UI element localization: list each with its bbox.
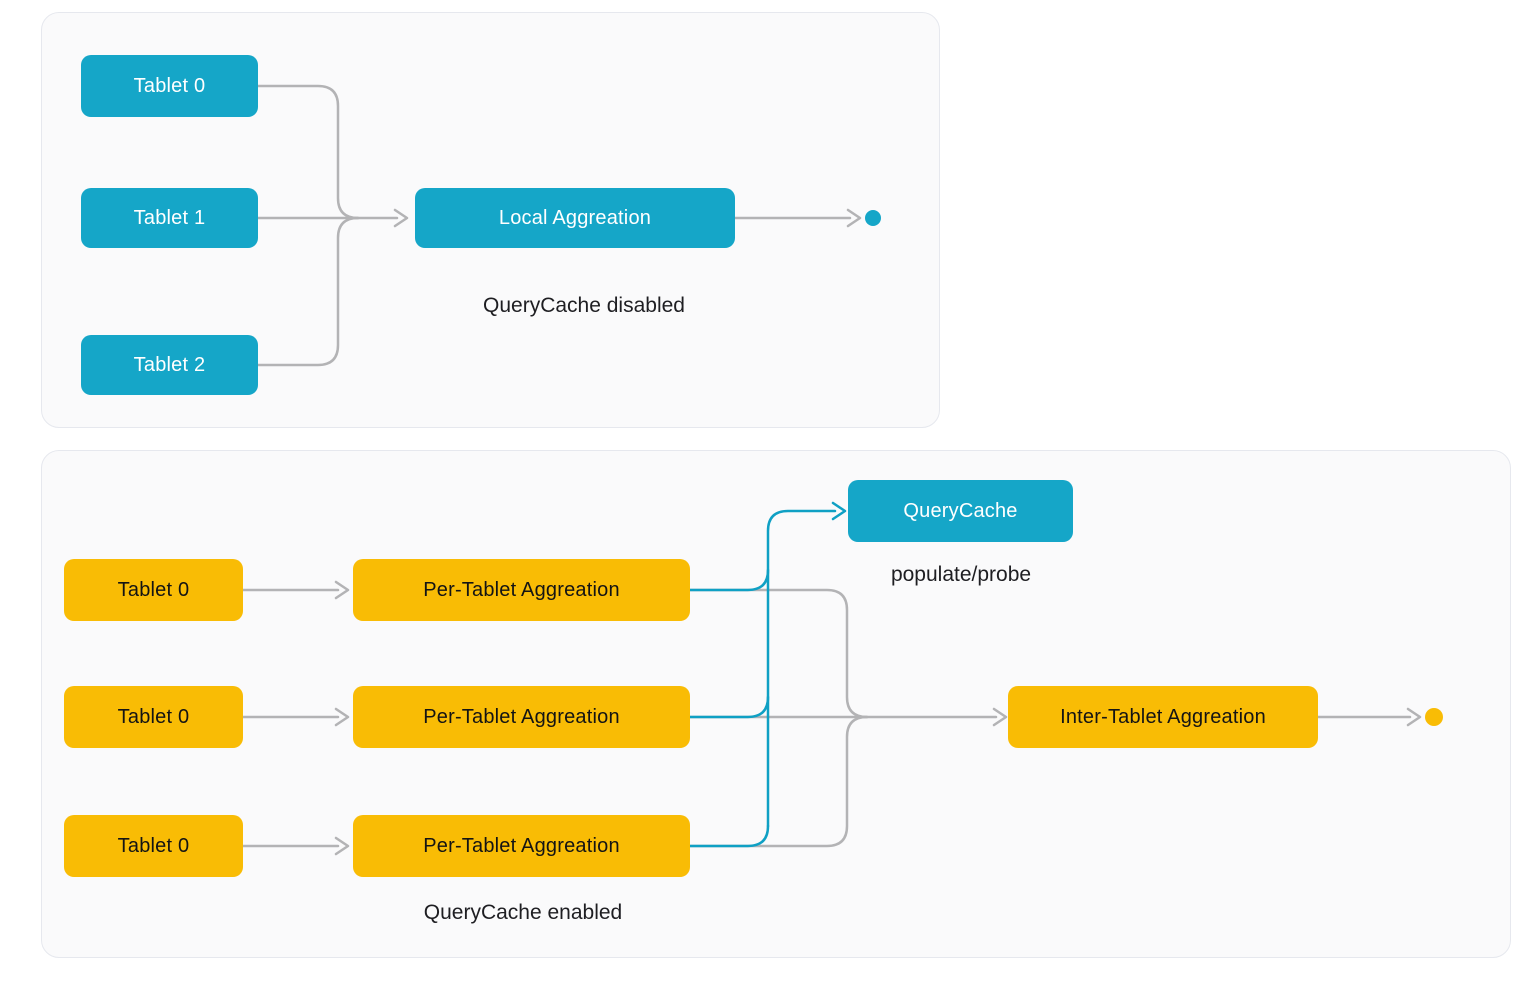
node-tablet-0-row2: Tablet 0	[64, 686, 243, 748]
caption-populate-probe: populate/probe	[890, 563, 1032, 586]
node-tablet-0-row3: Tablet 0	[64, 815, 243, 877]
node-querycache: QueryCache	[848, 480, 1073, 542]
caption-querycache-enabled: QueryCache enabled	[423, 901, 623, 924]
node-tablet-1: Tablet 1	[81, 188, 258, 248]
node-local-aggregation: Local Aggreation	[415, 188, 735, 248]
node-per-tablet-aggregation-row3: Per-Tablet Aggreation	[353, 815, 690, 877]
node-inter-tablet-aggregation: Inter-Tablet Aggreation	[1008, 686, 1318, 748]
node-tablet-0-row1: Tablet 0	[64, 559, 243, 621]
node-per-tablet-aggregation-row1: Per-Tablet Aggreation	[353, 559, 690, 621]
node-per-tablet-aggregation-row2: Per-Tablet Aggreation	[353, 686, 690, 748]
node-tablet-2: Tablet 2	[81, 335, 258, 395]
node-tablet-0: Tablet 0	[81, 55, 258, 117]
caption-querycache-disabled: QueryCache disabled	[483, 294, 685, 317]
